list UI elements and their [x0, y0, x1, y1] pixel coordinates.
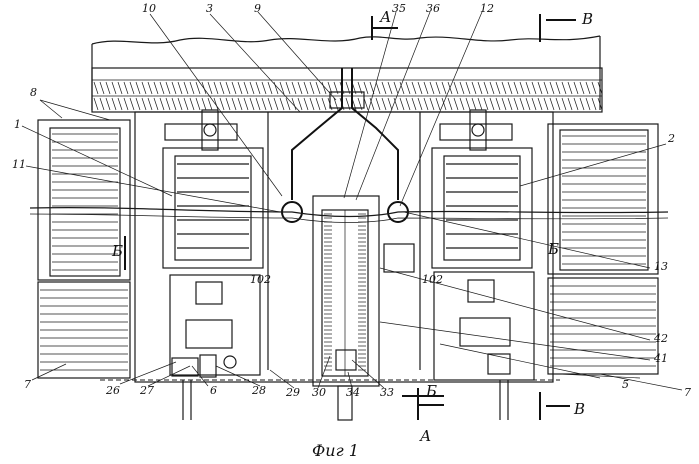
callout-30: 30	[312, 386, 326, 399]
ceiling-outline	[92, 36, 600, 44]
callout-27: 27	[139, 384, 154, 397]
section-a-bottom-label: А	[419, 427, 431, 445]
main-frame	[135, 112, 553, 382]
callout-10: 10	[142, 2, 156, 15]
callout-35: 35	[392, 2, 406, 15]
right-drive-assembly	[434, 272, 534, 380]
left-heater-unit	[163, 110, 263, 268]
callout-3: 3	[206, 2, 213, 15]
section-v-top-label: В	[581, 10, 593, 28]
callout-1: 1	[14, 118, 21, 131]
right-door-panel	[548, 124, 658, 374]
callout-36: 36	[426, 2, 440, 15]
callout-7-left: 7	[24, 378, 31, 391]
callout-34: 34	[346, 386, 360, 399]
left-drive-assembly	[170, 275, 260, 377]
callout-28: 28	[251, 384, 266, 397]
callout-5: 5	[622, 378, 629, 391]
callout-8: 8	[30, 86, 37, 99]
callout-2: 2	[667, 132, 675, 145]
section-b-bottom-label: Б	[425, 382, 437, 400]
section-b-left-label: Б	[111, 242, 123, 260]
right-heater-unit	[432, 110, 532, 268]
callout-33: 33	[380, 386, 394, 399]
section-mark-a: А А	[372, 8, 444, 445]
motor-box	[384, 244, 414, 272]
section-a-top-label: А	[379, 8, 391, 26]
callout-42: 42	[653, 332, 668, 345]
figure-caption: Фиг 1	[312, 441, 359, 460]
callout-41: 41	[653, 352, 668, 365]
callout-12: 12	[480, 2, 494, 15]
callout-102-left: 102	[250, 273, 271, 286]
section-b-right-label: Б	[547, 240, 559, 258]
callout-6: 6	[210, 384, 217, 397]
overhead-beam	[92, 68, 602, 112]
callout-26: 26	[105, 384, 120, 397]
section-v-bottom-label: В	[573, 400, 585, 418]
callout-29: 29	[285, 386, 300, 399]
callout-7-right: 7	[684, 386, 691, 399]
callout-102-right: 102	[422, 273, 443, 286]
callout-11: 11	[12, 158, 26, 171]
callout-9: 9	[254, 2, 261, 15]
callout-13: 13	[654, 260, 668, 273]
